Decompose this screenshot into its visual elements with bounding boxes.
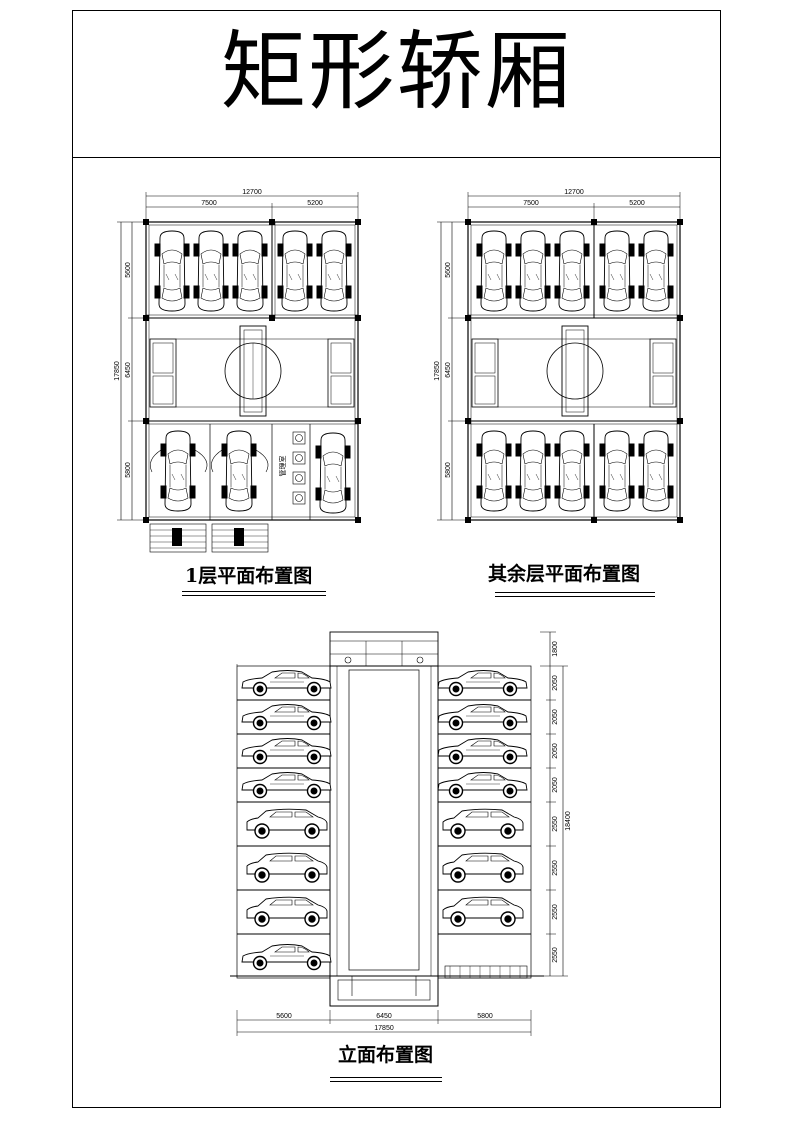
plan2-dim-total-depth: 17850 [434,361,441,381]
elev-level-5: 2550 [552,816,559,832]
elevation-caption: 立面布置图 [338,1044,434,1066]
plan1-dim-right-width: 5200 [307,200,323,207]
plan1-dim-total-width: 12700 [242,189,262,196]
elev-level-2: 2050 [552,709,559,725]
page-title: 矩形轿厢 [220,22,573,122]
plan2-dim-left-width: 7500 [523,200,539,207]
elev-dim-left: 5600 [276,1013,292,1020]
plan1-dim-middle-depth: 6450 [125,362,132,378]
plan1-dim-top-depth: 5600 [125,262,132,278]
car-top-icon [160,430,257,512]
plan2-caption-underline [495,592,655,593]
drawing-frame: 矩形轿厢 [72,10,721,1108]
elevation-caption-underline-2 [330,1081,442,1082]
elev-level-4: 2050 [552,777,559,793]
elev-dim-total-width: 17850 [374,1025,394,1032]
elev-dim-top: 1800 [552,641,559,657]
elev-dim-middle: 6450 [376,1013,392,1020]
stair-ramp-icon [149,523,269,553]
plan2-dim-bottom-depth: 5800 [445,462,452,478]
plan2-dim-top-depth: 5600 [445,262,452,278]
plan2-caption: 其余层平面布置图 [488,563,641,585]
elev-level-8: 2550 [552,947,559,963]
first-floor-plan [117,192,361,553]
plan1-caption-underline-2 [182,595,326,596]
elev-dim-total-height: 18400 [565,811,572,831]
plan1-caption-underline [182,591,326,592]
plan1-caption: 1层平面布置图 [185,565,313,587]
plan2-dim-middle-depth: 6450 [445,362,452,378]
plan1-room-label: 管理室 [278,456,287,477]
elev-level-3: 2050 [552,743,559,759]
turntable-icon [546,325,604,417]
plan2-caption-underline-2 [495,596,655,597]
plan1-dim-bottom-depth: 5800 [125,462,132,478]
elev-level-7: 2550 [552,904,559,920]
plan1-dim-left-width: 7500 [201,200,217,207]
plan2-dim-right-width: 5200 [629,200,645,207]
elevation-view [230,631,568,1036]
elev-dim-right: 5800 [477,1013,493,1020]
elev-level-6: 2550 [552,860,559,876]
plan2-dim-total-width: 12700 [564,189,584,196]
car-side-icon [241,669,332,971]
elevation-caption-underline [330,1077,442,1078]
title-block: 矩形轿厢 [73,11,720,158]
plan1-dim-total-depth: 17850 [114,361,121,381]
other-floor-plan [437,192,683,523]
elev-level-1: 2050 [552,675,559,691]
